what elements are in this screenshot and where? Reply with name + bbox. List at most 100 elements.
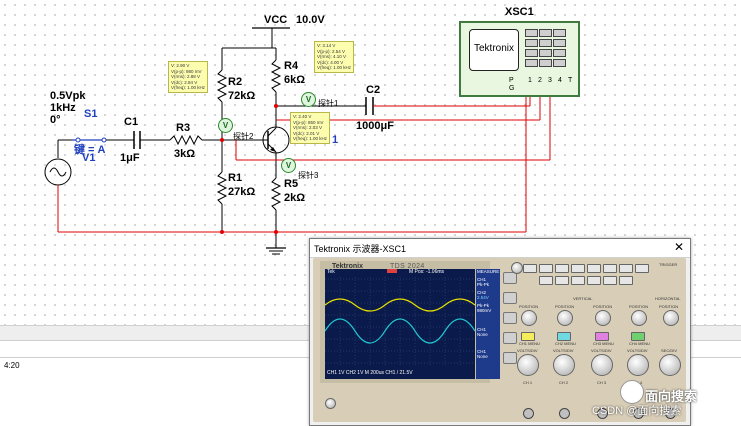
ch1-volts-div-knob[interactable]: [517, 354, 539, 376]
menu-button-5[interactable]: [503, 352, 517, 364]
menu-item-label: CH1: [477, 327, 487, 332]
ch2-menu-label: CH2 MENU: [555, 341, 576, 346]
scope-model: TDS 2024: [390, 263, 425, 270]
lcd-status-line: CH1 1V CH2 1V M 200us CH1 / 21.5V: [327, 370, 413, 376]
sec-div-label: SEC/DIV: [661, 348, 678, 353]
ch2-bnc-connector[interactable]: [559, 408, 570, 419]
menu-item-label: CH1: [477, 349, 487, 354]
source-frequency: 1kHz: [50, 102, 76, 114]
r5-value: 2kΩ: [284, 192, 306, 204]
probe3-icon[interactable]: V: [281, 158, 296, 173]
switch-key[interactable]: 键 = A: [74, 144, 106, 156]
volts-div-label: VOLTS/DIV: [591, 348, 612, 353]
r1-name: R1: [228, 172, 243, 184]
source-phase: 0°: [50, 114, 61, 126]
menu-item-value: 980mV: [477, 308, 492, 313]
menu-item-value: 2.54V: [477, 295, 489, 300]
oscilloscope-instrument[interactable]: Tektronix P G 1 2 3 4 T: [459, 21, 580, 97]
ch3-bnc-connector[interactable]: [597, 408, 608, 419]
r3-name: R3: [176, 122, 191, 134]
terminal-t[interactable]: T: [568, 77, 573, 84]
ch1-menu-label: CH1 MENU: [519, 341, 540, 346]
terminal-p[interactable]: P: [509, 77, 514, 84]
r2-value: 72kΩ: [228, 90, 256, 102]
lcd-header-mid: M Pos: -1.06ms: [409, 269, 445, 275]
ch4-position-knob[interactable]: [631, 310, 647, 326]
instrument-screen: Tektronix: [469, 29, 519, 71]
r4-name: R4: [284, 60, 299, 72]
position-label: POSITION: [593, 304, 613, 309]
r4-value: 6kΩ: [284, 74, 306, 86]
terminal-4[interactable]: 4: [558, 77, 562, 84]
instrument-name: XSC1: [505, 6, 534, 18]
r5-name: R5: [284, 178, 299, 190]
menu-button-3[interactable]: [503, 312, 517, 324]
ch4-menu-button[interactable]: [631, 332, 645, 341]
ch2-menu-button[interactable]: [557, 332, 571, 341]
probe1-icon[interactable]: V: [301, 92, 316, 107]
ch1-menu-button[interactable]: [521, 332, 535, 341]
oscilloscope-titlebar[interactable]: Tektronix 示波器-XSC1 ✕: [310, 239, 690, 258]
ch1-input-label: CH 1: [523, 380, 533, 385]
ch1-bnc-connector[interactable]: [523, 408, 534, 419]
scope-brand: Tektronix: [332, 263, 363, 270]
menu-item-value: Pk-Pk: [477, 282, 490, 287]
menu-item-label: Pk-Pk: [477, 303, 490, 308]
status-time: 4:20: [4, 361, 20, 370]
terminal-g[interactable]: G: [509, 85, 515, 92]
lcd-header-left: Tek: [327, 269, 335, 275]
ext-trig-connector[interactable]: [665, 408, 676, 419]
c1-value: 1μF: [120, 152, 140, 164]
probe1-name: 探针1: [318, 99, 339, 108]
ch1-position-knob[interactable]: [521, 310, 537, 326]
terminal-2[interactable]: 2: [538, 77, 542, 84]
volts-div-label: VOLTS/DIV: [517, 348, 538, 353]
ch2-volts-div-knob[interactable]: [553, 354, 575, 376]
ch4-menu-label: CH4 MENU: [629, 341, 650, 346]
probe3-name: 探针3: [298, 171, 319, 180]
menu-item-value: None: [477, 332, 488, 337]
c2-name: C2: [366, 84, 381, 96]
oscilloscope-front-panel: Tektronix TDS 2024 Tek M Pos: -1.06ms CH…: [313, 258, 686, 422]
watermark-csdn: CSDN @面向搜索: [592, 405, 682, 417]
ch4-bnc-connector[interactable]: [633, 408, 644, 419]
terminal-1[interactable]: 1: [528, 77, 532, 84]
volts-div-label: VOLTS/DIV: [627, 348, 648, 353]
position-label: POSITION: [555, 304, 575, 309]
menu-button-2[interactable]: [503, 292, 517, 304]
instrument-logo: Tektronix: [473, 43, 514, 54]
r2-name: R2: [228, 76, 243, 88]
ch3-position-knob[interactable]: [595, 310, 611, 326]
source-amplitude: 0.5Vpk: [50, 90, 86, 102]
menu-item-value: None: [477, 354, 488, 359]
terminal-3[interactable]: 3: [548, 77, 552, 84]
probe2-icon[interactable]: V: [218, 118, 233, 133]
menu-button-4[interactable]: [503, 332, 517, 344]
menu-title: MEASURE: [477, 269, 500, 274]
r3-value: 3kΩ: [174, 148, 196, 160]
menu-item-label: CH1: [477, 277, 487, 282]
sec-div-knob[interactable]: [659, 354, 681, 376]
watermark-text: 面向搜索: [645, 389, 698, 404]
ch2-position-knob[interactable]: [557, 310, 573, 326]
source-name: V1: [82, 152, 96, 164]
ch3-menu-button[interactable]: [595, 332, 609, 341]
ch3-volts-div-knob[interactable]: [591, 354, 613, 376]
power-button[interactable]: [325, 398, 336, 409]
ch4-volts-div-knob[interactable]: [627, 354, 649, 376]
vcc-value: 10.0V: [296, 14, 325, 26]
probe2-name: 探针2: [233, 132, 254, 141]
close-icon[interactable]: ✕: [673, 240, 684, 254]
circuit-wires: [44, 27, 551, 255]
horizontal-position-knob[interactable]: [663, 310, 679, 326]
schematic-canvas[interactable]: VCC 10.0V 0.5Vpk 1kHz 0° V1 S1 键 = A C1 …: [0, 0, 741, 340]
menu-button-1[interactable]: [503, 272, 517, 284]
vcc-label: VCC: [264, 14, 288, 26]
scope-traces: [325, 269, 475, 367]
ch2-input-label: CH 2: [559, 380, 569, 385]
oscilloscope-window[interactable]: Tektronix 示波器-XSC1 ✕ Tektronix TDS 2024: [309, 238, 691, 426]
multipurpose-knob[interactable]: [511, 262, 523, 274]
